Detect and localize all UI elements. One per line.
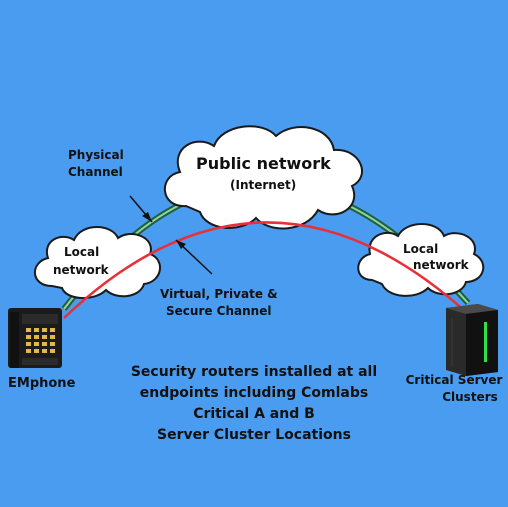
virtual-channel-label-line2: Secure Channel	[166, 304, 272, 318]
emphone-label: EMphone	[8, 376, 76, 391]
security-note-line-3: Critical A and B	[193, 406, 315, 422]
local-network-right-line1: Local	[403, 242, 439, 256]
physical-channel-pointer	[129, 195, 153, 223]
emphone-icon	[8, 308, 62, 368]
local-network-cloud-left	[34, 226, 161, 299]
secure-channel-line	[63, 221, 467, 319]
physical-channel-label-line2: Channel	[68, 165, 123, 179]
security-note-line-4: Server Cluster Locations	[157, 427, 351, 443]
security-note-line-1: Security routers installed at all	[130, 364, 378, 380]
server-cluster-icon	[446, 304, 498, 376]
physical-channel-label-line1: Physical	[68, 148, 124, 162]
public-network-subtitle: (Internet)	[230, 178, 297, 192]
security-note: Security routers installed at all endpoi…	[104, 362, 404, 446]
public-network-cloud	[163, 125, 363, 230]
public-network-title: Public network	[196, 154, 331, 173]
server-label-line1: Critical Server	[405, 373, 503, 387]
server-label-line2: Clusters	[442, 390, 498, 404]
local-network-left-line1: Local	[64, 245, 100, 259]
local-network-right-line2: network	[413, 258, 469, 272]
virtual-channel-pointer	[175, 239, 213, 275]
security-note-line-2: endpoints including Comlabs	[139, 385, 369, 401]
local-network-left-line2: network	[53, 263, 109, 277]
virtual-channel-label-line1: Virtual, Private &	[160, 287, 278, 301]
